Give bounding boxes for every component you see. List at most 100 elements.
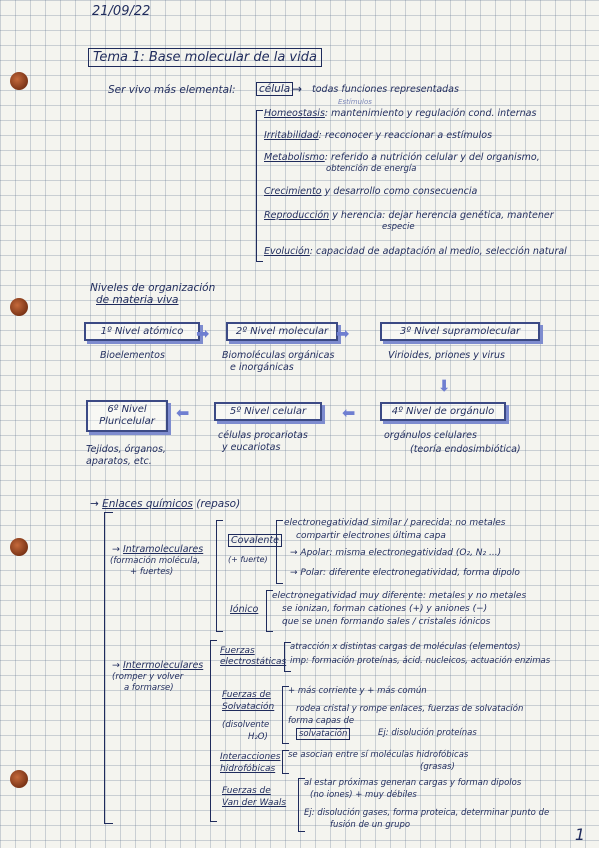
level-box-1: 1º Nivel atómico: [84, 322, 200, 341]
func-term: Irritabilidad: [264, 130, 319, 141]
level-desc-4b: (teoría endosimbiótica): [410, 444, 521, 455]
level-box-2: 2º Nivel molecular: [226, 322, 338, 341]
covalente-line: Apolar: misma electronegatividad (O₂, N₂…: [300, 548, 502, 558]
bracket: [210, 640, 217, 822]
hidrofobicas-line: se asocian entre sí moléculas hidrofóbic…: [288, 750, 469, 760]
estimulos-note: Estímulos: [338, 98, 372, 106]
func-desc: y herencia: dejar herencia genética, man…: [332, 210, 554, 221]
niveles-heading-2: de materia viva: [96, 294, 179, 306]
right-arrow-icon: ➡: [336, 324, 350, 343]
func-term: Evolución: [264, 246, 310, 257]
hidrofobicas-label1: Interacciones: [220, 752, 281, 762]
func-desc: : referido a nutrición celular y del org…: [324, 152, 540, 163]
level-desc-5b: y eucariotas: [222, 442, 281, 453]
enlaces-heading: Enlaces químicos: [102, 498, 193, 510]
func-term: Reproducción: [264, 210, 330, 221]
level-desc-1: Bioelementos: [100, 350, 165, 361]
level-desc-6: Tejidos, órganos,: [86, 444, 166, 455]
intra-label: Intramoleculares: [122, 544, 204, 555]
level-box-6-label2: Pluricelular: [99, 416, 155, 427]
level-desc-4: orgánulos celulares: [384, 430, 477, 441]
bracket: [256, 110, 263, 262]
covalente-line: compartir electrones última capa: [296, 531, 446, 541]
electrostaticas-line: atracción x distintas cargas de molécula…: [290, 642, 521, 652]
solvatacion-line: forma capas de: [288, 716, 355, 726]
date: 21/09/22: [92, 4, 151, 19]
solvatacion-sub1: (disolvente: [222, 720, 270, 730]
binder-hole: [10, 298, 28, 316]
ionico-line: se ionizan, forman cationes (+) y anione…: [282, 604, 488, 614]
func-desc: : mantenimiento y regulación cond. inter…: [324, 108, 537, 119]
celula-term: célula: [256, 82, 294, 96]
ionico-line: que se unen formando sales / cristales i…: [282, 617, 491, 627]
vanderwaals-line: al estar próximas generan cargas y forma…: [304, 778, 522, 788]
intra-sub2: + fuertes): [130, 567, 174, 577]
left-arrow-icon: ➡: [342, 404, 356, 423]
bracket: [282, 750, 289, 774]
down-arrow-icon: ➡: [435, 378, 455, 393]
left-arrow-icon: ➡: [176, 404, 190, 423]
func-desc-cont: obtención de energía: [326, 164, 417, 174]
arrow-glyph: →: [292, 82, 303, 96]
vanderwaals-line: Ej: disolución gases, forma proteica, de…: [304, 808, 550, 818]
electrostaticas-label2: electrostáticas: [220, 657, 287, 667]
funciones-text: todas funciones representadas: [312, 84, 459, 95]
bracket: [104, 512, 113, 824]
bracket: [216, 520, 223, 632]
hidrofobicas-line: (grasas): [420, 762, 455, 772]
right-arrow-icon: ➡: [196, 324, 210, 343]
level-box-3: 3º Nivel supramolecular: [380, 322, 540, 341]
bracket: [282, 686, 289, 744]
func-term: Metabolismo: [264, 152, 325, 163]
covalente-line: Polar: diferente electronegatividad, for…: [300, 568, 520, 578]
bracket: [266, 590, 273, 632]
ionico-label: Iónico: [230, 604, 259, 615]
func-desc: : reconocer y reaccionar a estímulos: [318, 130, 493, 141]
level-box-5: 5º Nivel celular: [214, 402, 322, 421]
solvatacion-line: rodea cristal y rompe enlaces, fuerzas d…: [296, 704, 524, 714]
func-term: Homeostasis: [264, 108, 325, 119]
page-number: 1: [574, 825, 585, 844]
solvatacion-label1: Fuerzas de: [222, 690, 271, 700]
intra-sub1: (formación molécula,: [110, 556, 201, 566]
func-desc: : capacidad de adaptación al medio, sele…: [309, 246, 567, 257]
bracket: [276, 520, 283, 584]
electrostaticas-label1: Fuerzas: [220, 646, 255, 656]
bracket: [284, 642, 291, 672]
solvatacion-line: disolución proteínas: [391, 728, 477, 738]
covalente-line: electronegatividad similar / parecida: n…: [284, 518, 506, 528]
electrostaticas-line: imp: formación proteínas, ácid. nucleico…: [290, 656, 551, 666]
vanderwaals-line: fusión de un grupo: [330, 820, 411, 830]
solvatacion-term: solvatación: [296, 728, 351, 740]
ser-vivo-text: Ser vivo más elemental:: [108, 84, 236, 96]
binder-hole: [10, 72, 28, 90]
hidrofobicas-label2: hidrofóbicas: [220, 764, 276, 774]
solvatacion-sub2: H₂O): [248, 732, 268, 742]
level-desc-2: Biomoléculas orgánicas: [222, 350, 335, 361]
inter-sub1: (romper y volver: [112, 672, 184, 682]
inter-sub2: a formarse): [124, 683, 174, 693]
page-title: Tema 1: Base molecular de la vida: [88, 48, 322, 67]
bracket: [298, 778, 305, 832]
func-desc-cont: especie: [382, 222, 415, 232]
func-desc: y desarrollo como consecuencia: [324, 186, 478, 197]
covalente-label: Covalente: [228, 534, 282, 547]
func-term: Crecimiento: [264, 186, 322, 197]
level-desc-3: Virioides, priones y virus: [388, 350, 506, 361]
binder-hole: [10, 770, 28, 788]
covalente-sub: (+ fuerte): [228, 555, 268, 564]
vanderwaals-line: (no iones) + muy débiles: [310, 790, 417, 800]
inter-label: Intermoleculares: [122, 660, 204, 671]
ionico-line: electronegatividad muy diferente: metale…: [272, 591, 527, 601]
level-box-4: 4º Nivel de orgánulo: [380, 402, 506, 421]
vanderwaals-label2: Van der Waals: [222, 798, 287, 808]
niveles-heading: Niveles de organización: [90, 282, 216, 294]
level-desc-5: células procariotas: [218, 430, 308, 441]
solvatacion-line: + más corriente y + más común: [288, 686, 427, 696]
binder-hole: [10, 538, 28, 556]
solvatacion-label2: Solvatación: [222, 702, 275, 712]
level-desc-6b: aparatos, etc.: [86, 456, 152, 467]
level-desc-2b: e inorgánicas: [230, 362, 294, 373]
level-box-6-label: 6º Nivel: [107, 404, 147, 415]
